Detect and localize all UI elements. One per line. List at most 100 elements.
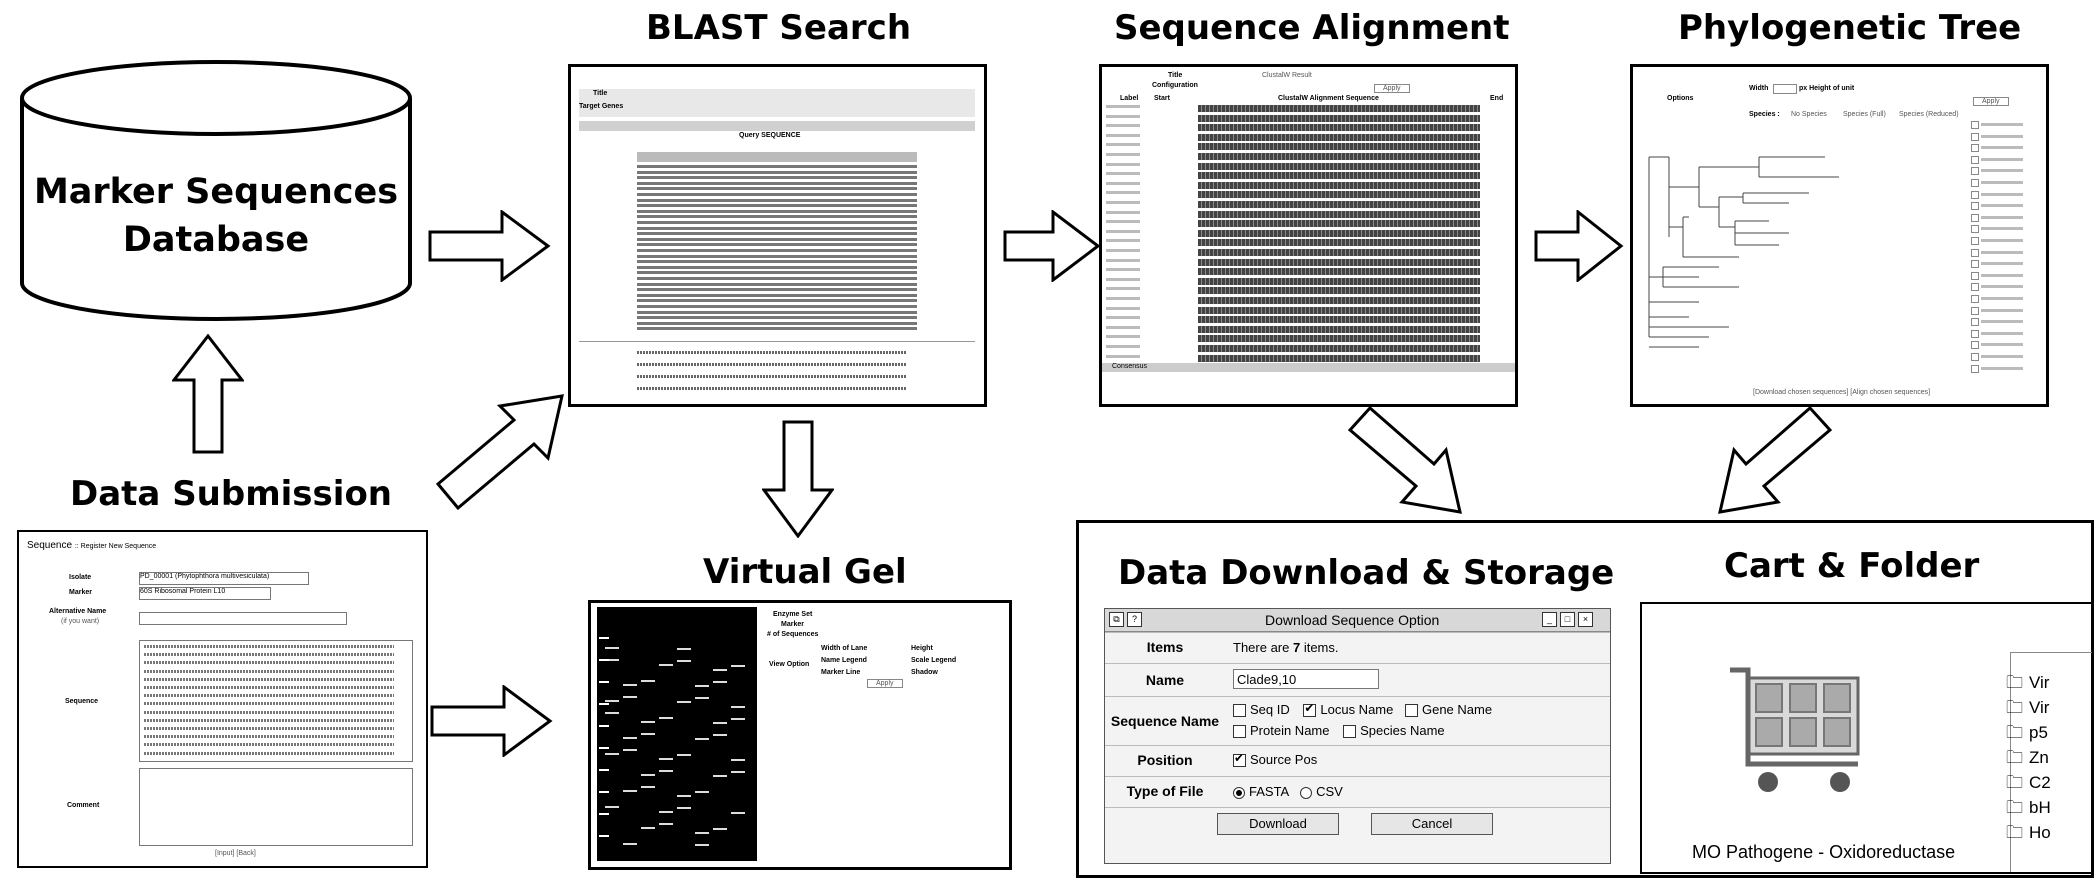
alignment-row-sequence bbox=[1198, 181, 1480, 189]
phylo-opt-full[interactable]: Species (Full) bbox=[1843, 111, 1886, 118]
gel-band bbox=[605, 806, 619, 808]
phylo-list-label bbox=[1981, 146, 2023, 150]
gel-ladder-band bbox=[599, 725, 609, 727]
blast-hit-bar bbox=[637, 176, 917, 180]
alignment-row-sequence bbox=[1198, 220, 1480, 228]
source-pos-checkbox[interactable]: Source Pos bbox=[1233, 751, 1317, 768]
alignment-row-label bbox=[1106, 239, 1140, 243]
download-sequence-dialog: ⧉ ? Download Sequence Option _ □ × Items… bbox=[1104, 608, 1611, 864]
phylo-opt-reduced[interactable]: Species (Reduced) bbox=[1899, 111, 1959, 118]
gel-ladder-band bbox=[599, 835, 609, 837]
seq-id-checkbox[interactable]: Seq ID bbox=[1233, 702, 1290, 718]
protein-name-checkbox[interactable]: Protein Name bbox=[1233, 723, 1329, 739]
alignment-row-sequence bbox=[1198, 191, 1480, 199]
heading-sequence-alignment: Sequence Alignment bbox=[1114, 8, 1510, 48]
comment-textarea[interactable] bbox=[139, 768, 413, 846]
folder-tree bbox=[2010, 652, 2092, 872]
name-input[interactable]: Clade9,10 bbox=[1233, 669, 1379, 689]
gel-band bbox=[713, 734, 727, 736]
phylo-footer-links[interactable]: [Download chosen sequences] [Align chose… bbox=[1753, 389, 1931, 396]
folder-item[interactable]: 🗀C2 bbox=[2006, 770, 2051, 799]
align-col-label: Label bbox=[1120, 95, 1139, 102]
locus-name-checkbox[interactable]: Locus Name bbox=[1303, 701, 1393, 718]
alignment-row-label bbox=[1106, 191, 1140, 195]
blast-alignment-line bbox=[637, 351, 907, 354]
alignment-row-sequence bbox=[1198, 229, 1480, 237]
blast-hit-bar bbox=[637, 310, 917, 314]
dialog-help-icon[interactable]: ? bbox=[1127, 612, 1142, 627]
folder-item[interactable]: 🗀Ho bbox=[2006, 820, 2051, 849]
phylo-opt-no-species[interactable]: No Species bbox=[1791, 111, 1827, 118]
shopping-cart-icon bbox=[1730, 667, 1860, 792]
arrow-blast-to-alignment bbox=[1003, 210, 1101, 282]
gel-band bbox=[731, 706, 745, 708]
phylo-height-label: px Height of unit bbox=[1799, 85, 1855, 92]
blast-hit-bar bbox=[637, 305, 917, 308]
sequence-text-line bbox=[144, 694, 394, 698]
folder-item[interactable]: 🗀Vir bbox=[2006, 695, 2049, 724]
arrow-submission-to-gel bbox=[430, 685, 553, 757]
heading-blast-search: BLAST Search bbox=[646, 8, 912, 48]
sequence-text-line bbox=[144, 702, 394, 706]
gel-marker-line: Marker Line bbox=[821, 669, 861, 676]
gel-band bbox=[731, 718, 745, 720]
isolate-select[interactable]: PD_00001 (Phytophthora multivesiculata) bbox=[139, 572, 309, 585]
fasta-radio[interactable]: FASTA bbox=[1233, 784, 1289, 799]
align-title-value: ClustalW Result bbox=[1262, 72, 1312, 79]
blast-alignment-line bbox=[637, 363, 907, 366]
species-name-checkbox[interactable]: Species Name bbox=[1343, 723, 1445, 739]
gel-band bbox=[641, 827, 655, 829]
align-title-label: Title bbox=[1168, 72, 1183, 79]
download-button[interactable]: Download bbox=[1217, 813, 1339, 835]
minimize-icon[interactable]: _ bbox=[1542, 612, 1557, 627]
phylo-checkbox bbox=[1971, 260, 1979, 269]
folder-item[interactable]: 🗀bH bbox=[2006, 795, 2051, 824]
maximize-icon[interactable]: □ bbox=[1560, 612, 1575, 627]
folder-item[interactable]: 🗀Vir bbox=[2006, 670, 2049, 699]
phylo-species-label: Species : bbox=[1749, 111, 1780, 118]
phylo-checkbox bbox=[1971, 213, 1979, 222]
sequence-text-line bbox=[144, 677, 394, 681]
gel-band bbox=[659, 717, 673, 719]
gel-apply-button[interactable]: Apply bbox=[867, 679, 903, 688]
folder-icon: 🗀 bbox=[2006, 798, 2023, 817]
folder-item[interactable]: 🗀p5 bbox=[2006, 720, 2048, 749]
alignment-row-label bbox=[1106, 124, 1140, 128]
folder-icon: 🗀 bbox=[2006, 773, 2023, 792]
align-apply-button[interactable]: Apply bbox=[1374, 84, 1410, 93]
sequence-textarea[interactable] bbox=[139, 640, 413, 762]
alignment-row-label bbox=[1106, 133, 1140, 137]
blast-alignment-line bbox=[637, 375, 907, 378]
blast-hit-bar bbox=[637, 204, 917, 208]
gene-name-checkbox[interactable]: Gene Name bbox=[1404, 702, 1492, 718]
alignment-row-sequence bbox=[1198, 162, 1480, 170]
folder-item[interactable]: 🗀Zn bbox=[2006, 745, 2049, 774]
blast-hit-bar bbox=[637, 282, 917, 286]
phylo-checkbox bbox=[1971, 295, 1979, 303]
cancel-button[interactable]: Cancel bbox=[1371, 813, 1493, 835]
phylo-checkbox bbox=[1971, 248, 1979, 257]
gel-scale-legend: Scale Legend bbox=[911, 657, 957, 664]
phylo-checkbox bbox=[1971, 225, 1979, 234]
phylo-checkbox bbox=[1971, 132, 1979, 141]
phylo-list-label bbox=[1981, 355, 2023, 358]
phylo-list-label bbox=[1981, 331, 2023, 335]
alt-name-input[interactable] bbox=[139, 612, 347, 625]
alignment-row-label bbox=[1106, 335, 1140, 339]
arrow-alignment-to-phylo bbox=[1534, 210, 1624, 282]
gel-band bbox=[641, 680, 655, 682]
alignment-row-label bbox=[1106, 325, 1140, 329]
blast-hit-bar bbox=[637, 193, 917, 196]
phylo-apply-button[interactable]: Apply bbox=[1973, 97, 2009, 106]
close-icon[interactable]: × bbox=[1578, 612, 1593, 627]
alignment-row-label bbox=[1106, 306, 1140, 310]
blast-hit-bar bbox=[637, 265, 917, 269]
gel-enzyme-label: Enzyme Set bbox=[773, 611, 813, 618]
phylo-checkbox bbox=[1971, 167, 1979, 176]
data-submission-screenshot: Sequence :: Register New Sequence Isolat… bbox=[17, 530, 428, 868]
phylogenetic-tree-screenshot: Options Width px Height of unit Species … bbox=[1630, 64, 2049, 407]
arrow-phylo-to-cart bbox=[1718, 406, 1832, 514]
submission-footer-links[interactable]: [Input] [Back] bbox=[215, 850, 256, 857]
marker-select[interactable]: 60S Ribosomal Protein L10 bbox=[139, 587, 271, 600]
csv-radio[interactable]: CSV bbox=[1300, 784, 1343, 799]
